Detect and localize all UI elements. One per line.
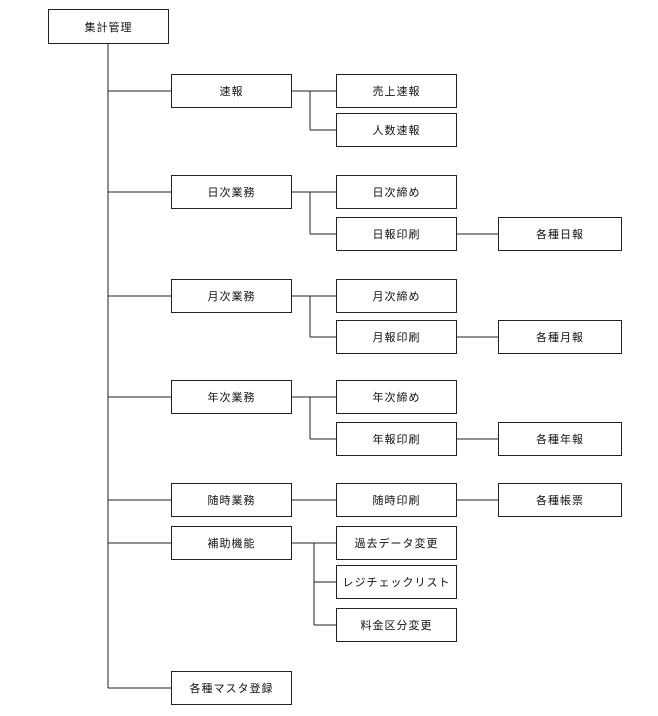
node-kakushu-chouhyou: 各種帳票 xyxy=(498,483,622,517)
node-getsuji-shime: 月次締め xyxy=(336,279,457,313)
node-kakushu-master: 各種マスタ登録 xyxy=(171,671,292,705)
node-kakushu-nenpou: 各種年報 xyxy=(498,422,622,456)
node-uriage-sokuhou: 売上速報 xyxy=(336,74,457,108)
node-kakushu-nippou: 各種日報 xyxy=(498,217,622,251)
node-sokuhou: 速報 xyxy=(171,74,292,108)
node-nenpou-insatsu: 年報印刷 xyxy=(336,422,457,456)
node-hojo-kinou: 補助機能 xyxy=(171,526,292,560)
node-kako-data-henkou: 過去データ変更 xyxy=(336,526,457,560)
node-nichiji-shime: 日次締め xyxy=(336,175,457,209)
node-nichiji-gyoumu: 日次業務 xyxy=(171,175,292,209)
node-kakushu-geppou: 各種月報 xyxy=(498,320,622,354)
node-nenji-gyoumu: 年次業務 xyxy=(171,380,292,414)
node-ninzuu-sokuhou: 人数速報 xyxy=(336,113,457,147)
node-reji-check-list: レジチェックリスト xyxy=(336,565,457,599)
node-geppou-insatsu: 月報印刷 xyxy=(336,320,457,354)
node-zuiji-gyoumu: 随時業務 xyxy=(171,483,292,517)
node-ryoukin-kubun-henkou: 料金区分変更 xyxy=(336,608,457,642)
node-zuiji-insatsu: 随時印刷 xyxy=(336,483,457,517)
node-getsuji-gyoumu: 月次業務 xyxy=(171,279,292,313)
root-node: 集計管理 xyxy=(48,9,169,44)
node-nenji-shime: 年次締め xyxy=(336,380,457,414)
node-nippou-insatsu: 日報印刷 xyxy=(336,217,457,251)
